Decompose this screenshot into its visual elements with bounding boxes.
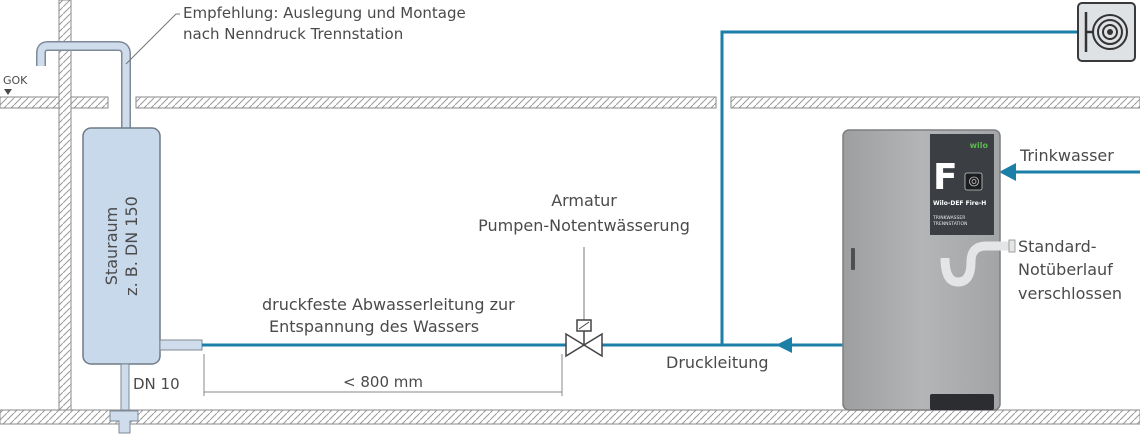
distance-label: < 800 mm (343, 373, 423, 391)
armatur-label-line2: Pumpen-Notentwässerung (478, 216, 690, 235)
trinkwasser-label: Trinkwasser (1019, 146, 1114, 165)
unit-subtitle-line2: TRENNSTATION (932, 221, 967, 227)
stauraum-label-line1: Stauraum (102, 207, 121, 285)
druckleitung-label: Druckleitung (666, 353, 769, 372)
gok-label: GOK (3, 74, 28, 87)
trennstation-cabinet: wilo F Wilo-DEF Fire-H TRINKWASSER TRENN… (842, 129, 1016, 411)
unit-model: Wilo-DEF Fire-H (933, 200, 986, 207)
unit-front-panel: wilo F Wilo-DEF Fire-H TRINKWASSER TRENN… (930, 134, 994, 235)
arrow-left-icon (776, 337, 792, 353)
basement-floor (0, 409, 1140, 425)
unit-subtitle-line1: TRINKWASSER (932, 215, 965, 221)
valve-icon (565, 247, 603, 358)
abwasser-label-line1: druckfeste Abwasserleitung zur (262, 295, 515, 314)
ground-slab (0, 96, 1140, 109)
dn10-drain (109, 363, 139, 434)
stauraum-label-line2: z. B. DN 150 (122, 196, 141, 296)
overflow-siphon-icon (940, 239, 1016, 287)
panel-hose-icon (964, 172, 983, 191)
gok-triangle-icon (4, 89, 12, 95)
armatur-label-line1: Armatur (551, 191, 617, 210)
distance-dimension (203, 354, 563, 396)
vertical-wall (58, 0, 72, 411)
trinkwasser-arrow-icon (999, 163, 1016, 181)
fire-hose-icon (1077, 2, 1136, 62)
overflow-label-line3: verschlossen (1018, 284, 1122, 303)
recommendation-line2: nach Nenndruck Trennstation (183, 25, 403, 43)
recommendation-line1: Empfehlung: Auslegung und Montage (183, 4, 466, 22)
brand-logo: wilo (970, 141, 989, 150)
pressure-pipeline (202, 30, 1078, 347)
stauraum-tank: Stauraum z. B. DN 150 (82, 127, 161, 365)
dn10-label: DN 10 (133, 375, 180, 393)
cabinet-base-slot (930, 394, 994, 410)
overflow-label-line1: Standard- (1018, 237, 1097, 256)
overflow-label-line2: Notüberlauf (1018, 260, 1113, 279)
vent-pipe (36, 41, 131, 130)
tank-outlet-stub (159, 339, 203, 351)
unit-letter: F (933, 157, 958, 198)
cabinet-handle (851, 248, 855, 270)
recommendation-leader (125, 13, 180, 65)
abwasser-label-line2: Entspannung des Wassers (269, 317, 479, 336)
gok-marker: GOK (3, 74, 28, 95)
